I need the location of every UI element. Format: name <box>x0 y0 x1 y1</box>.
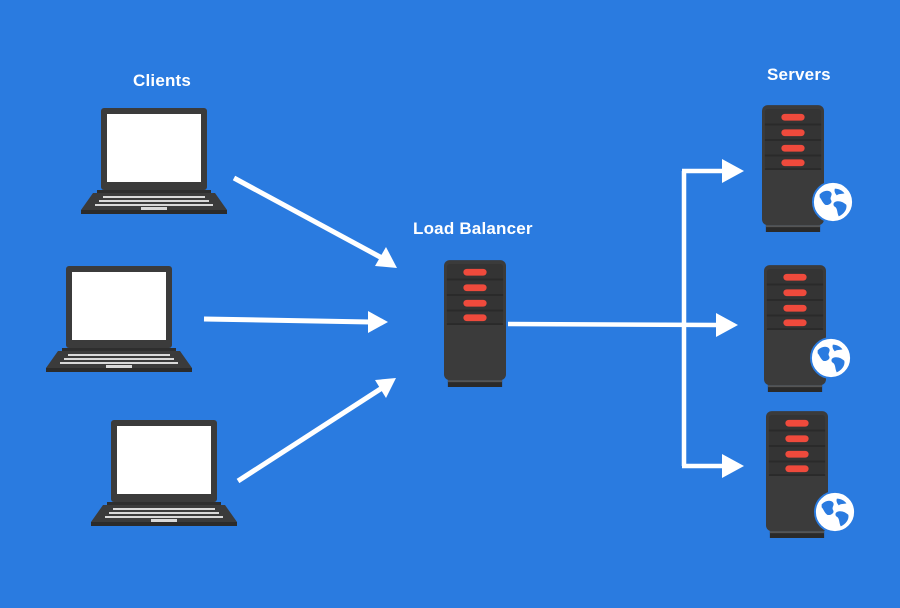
client-laptop-icon-1 <box>81 108 227 214</box>
load-balancer-label: Load Balancer <box>413 219 533 238</box>
arrowhead-client-3 <box>375 378 396 398</box>
arrow-client-3 <box>236 385 384 484</box>
globe-icon-1 <box>812 181 854 223</box>
client-arrows <box>203 175 397 484</box>
arrowhead-server-2 <box>716 313 738 337</box>
arrowhead-server-3 <box>722 454 744 478</box>
clients-label: Clients <box>133 71 192 90</box>
arrowhead-client-2 <box>368 311 388 333</box>
servers-label: Servers <box>767 65 831 84</box>
client-laptop-icon-3 <box>91 420 237 526</box>
arrowhead-server-1 <box>722 159 744 183</box>
globe-icon-2 <box>810 337 852 379</box>
arrow-lb-to-server-2 <box>507 321 719 328</box>
arrow-client-1 <box>232 175 384 261</box>
client-laptop-icon-2 <box>46 266 192 372</box>
server-icon-1 <box>762 104 824 233</box>
arrow-client-2 <box>203 316 371 325</box>
server-arrows <box>507 159 744 478</box>
load-balancer-server-icon <box>444 259 506 388</box>
arrowhead-client-1 <box>375 247 397 268</box>
globe-icon-3 <box>814 491 856 533</box>
